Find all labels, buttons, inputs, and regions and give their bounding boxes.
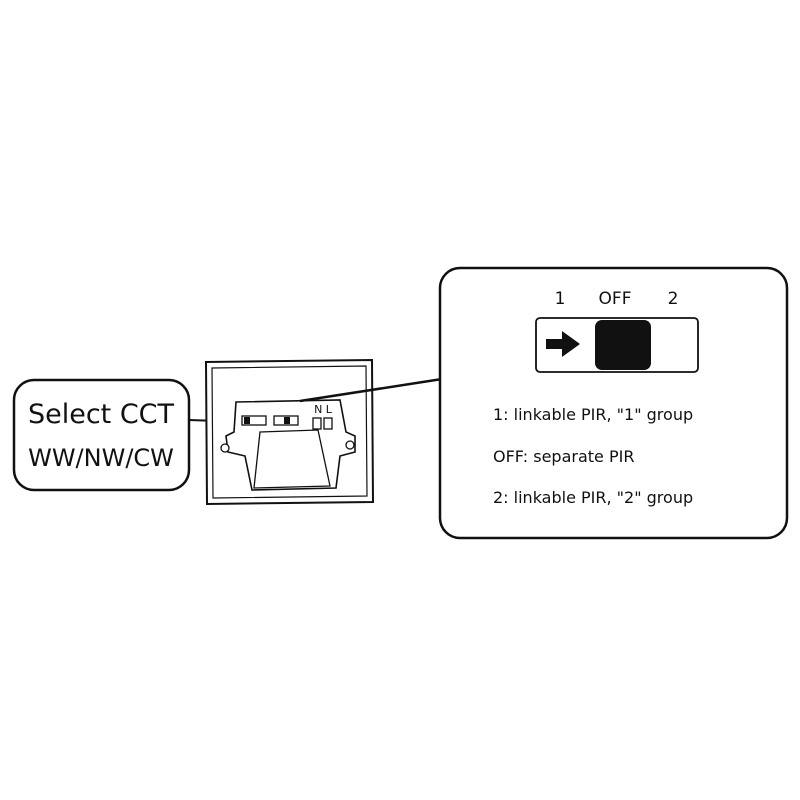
screw-hole-left [220, 443, 230, 453]
device-module-inner [253, 429, 331, 489]
cct-callout-options: WW/NW/CW [28, 444, 174, 472]
pir-slide-switch-knob[interactable] [595, 320, 651, 370]
cct-callout: Select CCT WW/NW/CW [12, 378, 191, 492]
cct-callout-box [12, 378, 191, 492]
sensor-device: N L [204, 358, 375, 506]
terminal-label: N L [314, 403, 333, 416]
pir-switch-panel: 1 OFF 2 1: linkable PIR, "1" group OFF: … [438, 266, 789, 540]
switch-position-off: OFF [599, 289, 632, 309]
screw-hole-right [345, 440, 355, 450]
switch-desc-1: 1: linkable PIR, "1" group [493, 405, 693, 424]
cct-callout-title: Select CCT [28, 399, 175, 430]
right-arrow-icon [546, 331, 580, 357]
terminal-n [312, 417, 322, 430]
pir-dip-knob [284, 417, 290, 424]
cct-dip-switch[interactable] [241, 415, 267, 426]
cct-dip-knob [244, 417, 250, 424]
switch-desc-off: OFF: separate PIR [493, 447, 634, 466]
pir-switch-panel-box [438, 266, 789, 540]
terminal-l [323, 417, 333, 430]
switch-position-2: 2 [668, 289, 679, 309]
wall-plate-inner [211, 365, 368, 499]
switch-desc-2: 2: linkable PIR, "2" group [493, 488, 693, 507]
switch-position-1: 1 [555, 289, 566, 309]
